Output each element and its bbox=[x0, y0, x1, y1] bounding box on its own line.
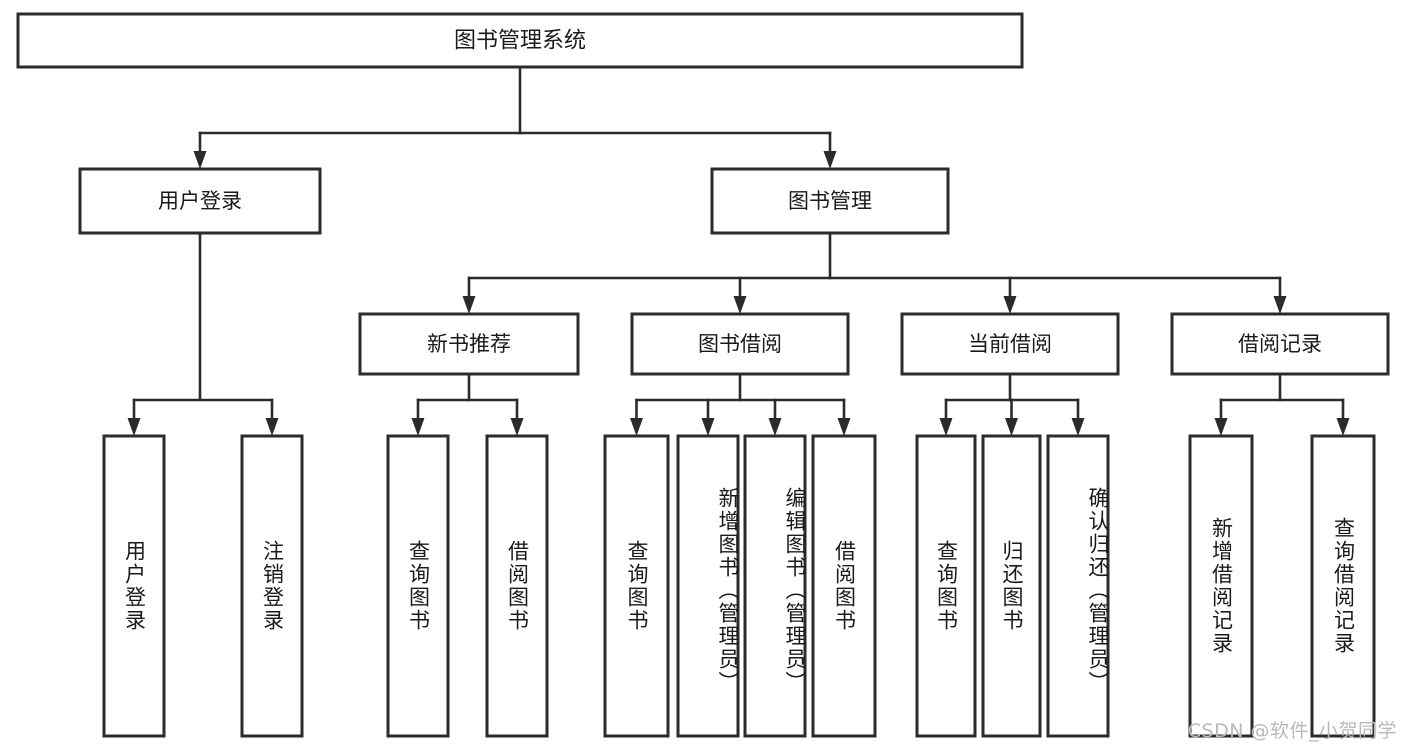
node-l2-new-book-rec[interactable] bbox=[358, 312, 580, 376]
arrow-head bbox=[411, 418, 425, 436]
arrow-head bbox=[701, 418, 715, 436]
arrow-head bbox=[768, 418, 782, 436]
node-l3-confirm-return[interactable] bbox=[1046, 434, 1110, 738]
arrow-head bbox=[510, 418, 524, 436]
arrow-head bbox=[1336, 418, 1350, 436]
node-label: 用户登录 bbox=[158, 189, 242, 213]
node-l2-book-borrow[interactable] bbox=[630, 312, 850, 376]
node-l3-logout[interactable] bbox=[240, 434, 304, 738]
node-label: 图书管理系统 bbox=[454, 29, 586, 54]
node-label: 图书借阅 bbox=[698, 332, 782, 356]
arrow-head bbox=[1003, 296, 1017, 314]
node-l2-current-borrow[interactable] bbox=[900, 312, 1120, 376]
node-l1-user-login[interactable] bbox=[78, 167, 322, 235]
arrow-head bbox=[823, 151, 837, 169]
arrow-head bbox=[939, 418, 953, 436]
node-label: 当前借阅 bbox=[968, 332, 1052, 356]
arrow-head bbox=[1071, 418, 1085, 436]
node-root[interactable] bbox=[16, 12, 1024, 69]
edges-layer bbox=[127, 65, 1350, 436]
node-l3-return-book[interactable] bbox=[981, 434, 1042, 738]
node-l3-user-login[interactable] bbox=[102, 434, 166, 738]
arrow-head bbox=[1273, 296, 1287, 314]
arrow-head bbox=[1214, 418, 1228, 436]
node-label: 借阅记录 bbox=[1238, 332, 1322, 356]
node-l1-book-manage[interactable] bbox=[710, 167, 950, 235]
watermark: CSDN @软件_小贺同学 bbox=[1187, 720, 1397, 742]
node-l3-add-book[interactable] bbox=[676, 434, 740, 738]
arrow-head bbox=[1005, 418, 1018, 436]
node-l3-query-book-b[interactable] bbox=[603, 434, 670, 738]
arrow-head bbox=[630, 418, 643, 436]
node-l2-borrow-record[interactable] bbox=[1170, 312, 1390, 376]
node-l3-borrow-book-b[interactable] bbox=[811, 434, 877, 738]
node-l3-query-book-c[interactable] bbox=[915, 434, 977, 738]
node-l3-query-book-a[interactable] bbox=[386, 434, 450, 738]
arrow-head bbox=[193, 151, 207, 169]
node-l3-add-record[interactable] bbox=[1188, 434, 1254, 738]
arrow-head bbox=[837, 418, 851, 436]
node-label: 图书管理 bbox=[788, 189, 872, 213]
arrow-head bbox=[127, 418, 141, 436]
node-l3-edit-book[interactable] bbox=[743, 434, 807, 738]
node-l3-borrow-book-a[interactable] bbox=[485, 434, 549, 738]
node-label: 新书推荐 bbox=[427, 332, 511, 356]
node-l3-query-record[interactable] bbox=[1310, 434, 1376, 738]
arrow-head bbox=[733, 296, 747, 314]
arrow-head bbox=[265, 418, 279, 436]
arrow-head bbox=[462, 296, 476, 314]
